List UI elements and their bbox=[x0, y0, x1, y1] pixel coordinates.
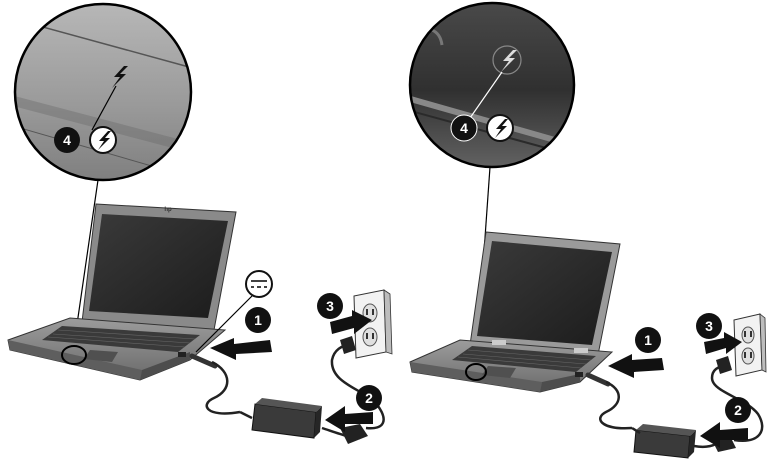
right-ac-adapter bbox=[632, 424, 716, 458]
svg-text:hp: hp bbox=[164, 207, 172, 213]
dc-power-symbol-icon bbox=[246, 271, 272, 297]
callout-1: 1 bbox=[635, 327, 661, 353]
callout-1: 1 bbox=[245, 307, 271, 333]
callout-4-label: 4 bbox=[460, 120, 468, 136]
callout-3: 3 bbox=[317, 293, 343, 319]
callout-1-label: 1 bbox=[644, 332, 652, 348]
power-light-icon bbox=[487, 115, 513, 141]
callout-3-label: 3 bbox=[705, 318, 713, 334]
left-laptop: hp bbox=[8, 204, 240, 413]
callout-4: 4 bbox=[54, 127, 80, 153]
callout-3: 3 bbox=[696, 313, 722, 339]
right-wall-outlet bbox=[734, 314, 766, 376]
callout-4-label: 4 bbox=[63, 132, 71, 148]
callout-4: 4 bbox=[451, 115, 477, 141]
callout-1-label: 1 bbox=[254, 312, 262, 328]
callout-2-label: 2 bbox=[734, 402, 742, 418]
callout-2: 2 bbox=[356, 385, 382, 411]
right-laptop bbox=[410, 232, 632, 428]
callout-2: 2 bbox=[725, 397, 751, 423]
arrow-connect-adapter bbox=[608, 354, 664, 378]
power-light-icon bbox=[90, 127, 116, 153]
callout-2-label: 2 bbox=[365, 390, 373, 406]
arrow-connect-adapter bbox=[210, 338, 272, 360]
callout-3-label: 3 bbox=[326, 298, 334, 314]
